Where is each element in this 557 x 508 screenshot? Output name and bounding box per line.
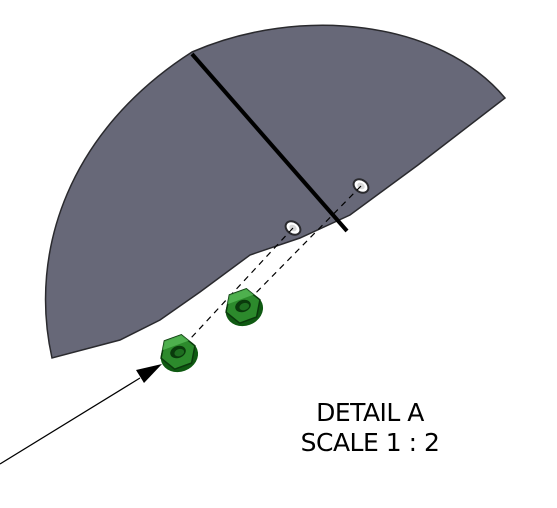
hex-nut-lower <box>160 333 199 373</box>
hex-nut-upper <box>225 287 264 327</box>
plate-surface <box>44 24 507 359</box>
detail-scale: SCALE 1 : 2 <box>300 428 440 457</box>
leader-arrowhead <box>136 364 162 383</box>
plate-seam-line <box>190 52 349 233</box>
detail-title: DETAIL A <box>316 398 424 427</box>
detail-label: DETAIL A SCALE 1 : 2 <box>270 398 470 458</box>
leader-line <box>0 377 141 465</box>
